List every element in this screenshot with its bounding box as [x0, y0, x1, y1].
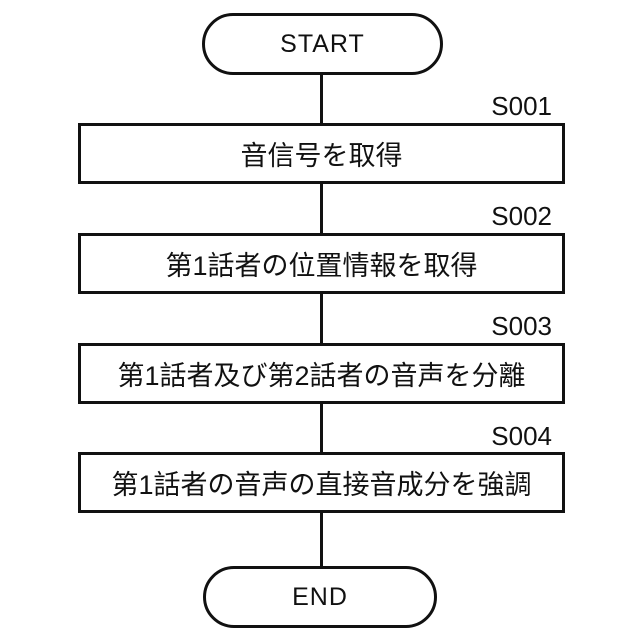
- end-terminal-label: END: [292, 582, 348, 611]
- step-label-s002: S002: [491, 201, 552, 231]
- step-box-s003: 第1話者及び第2話者の音声を分離: [78, 343, 565, 404]
- step-box-s001-text: 音信号を取得: [240, 141, 403, 171]
- step-box-s003-text: 第1話者及び第2話者の音声を分離: [117, 361, 526, 391]
- start-terminal: START: [202, 13, 443, 75]
- step-label-s004: S004: [491, 421, 552, 451]
- step-box-s001: 音信号を取得: [78, 123, 565, 184]
- connector-s001-to-s002: [320, 184, 323, 233]
- step-label-s001: S001: [491, 91, 552, 121]
- step-box-s004-text: 第1話者の音声の直接音成分を強調: [111, 470, 532, 500]
- connector-s002-to-s003: [320, 294, 323, 343]
- end-terminal: END: [203, 566, 437, 628]
- connector-s003-to-s004: [320, 404, 323, 452]
- step-box-s002: 第1話者の位置情報を取得: [78, 233, 565, 294]
- step-box-s002-text: 第1話者の位置情報を取得: [165, 251, 478, 281]
- connector-s004-to-end: [320, 513, 323, 566]
- connector-start-to-s001: [320, 75, 323, 123]
- start-terminal-label: START: [280, 29, 365, 58]
- step-box-s004: 第1話者の音声の直接音成分を強調: [78, 452, 565, 513]
- step-label-s003: S003: [491, 311, 552, 341]
